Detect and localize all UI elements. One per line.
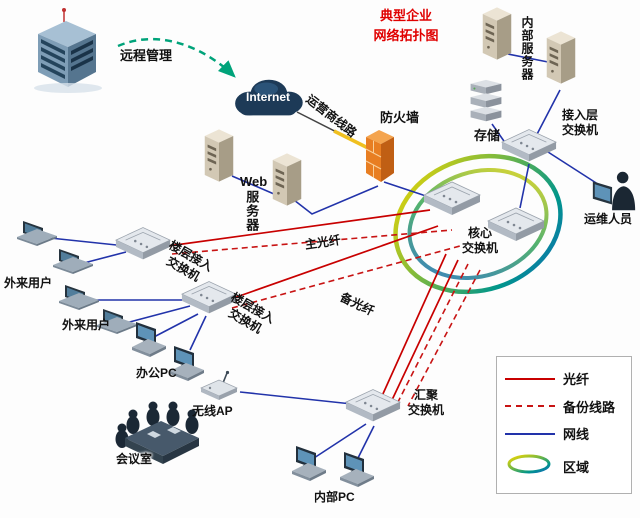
building-icon [24,6,116,94]
firewall-label: 防火墙 [380,110,420,125]
switch-icon [344,384,402,426]
node-access-layer-switch [500,126,558,164]
meeting-room-label: 会议室 [116,452,153,466]
page-title: 典型企业 网络拓扑图 [352,6,460,46]
office-pc-label: 办公PC [136,366,177,380]
internal-pc-label: 内部PC [314,490,355,504]
internal-server-label: 内部服务器 [520,16,534,81]
backup-legend-label: 备份线路 [563,399,616,415]
legend-item-fiber: 光纤 [505,369,623,388]
legend: 光纤 备份线路 网线 区域 [496,356,632,494]
zone-legend-label: 区域 [563,459,590,475]
aggregation-switch-label-line2: 交换机 [407,403,444,417]
core-switch-label-line2: 交换机 [461,241,498,255]
node-core-switch-1 [422,178,482,218]
cable-legend-label: 网线 [563,427,590,443]
server-icon [542,28,580,86]
switch-icon [422,178,482,218]
zone-ring-sample [505,452,555,481]
cable-line-sample [505,432,555,435]
core-switch-label-line1: 核心 [467,226,492,240]
legend-item-cable: 网线 [505,424,623,443]
remote-management-label: 远程管理 [120,48,173,63]
external-user-1-label: 外来用户 [4,276,53,290]
fiber-legend-label: 光纤 [563,372,590,388]
web-server-label: 服务器 [244,190,260,232]
page-title-line1: 典型企业 [379,8,432,23]
switch-icon [500,126,558,164]
storage-label: 存储 [474,128,501,143]
aggregation-switch-label: 汇聚 交换机 [402,388,450,418]
server-icon [200,126,238,184]
backup-line-sample [505,405,555,408]
legend-item-backup: 备份线路 [505,397,623,416]
node-firewall [360,124,400,186]
server-icon [478,4,516,62]
pc-icon [334,450,380,492]
web-label: Web [240,174,268,189]
access-switch-label: 接入层 交换机 [556,108,604,138]
zone-ring-icon [507,454,551,474]
fiber-line-sample [505,377,555,380]
aggregation-switch-label-line1: 汇聚 [413,388,438,402]
ops-person-label: 运维人员 [584,212,633,226]
storage-icon [464,76,508,128]
page-title-line2: 网络拓扑图 [373,28,439,44]
access-switch-label-line1: 接入层 [561,108,598,122]
person-icon [590,166,638,216]
node-ops-person [590,166,638,216]
node-internal-pc-2 [334,450,380,492]
node-internal-pc-1 [286,444,332,486]
node-internal-server-1 [478,4,516,62]
core-switch-label: 核心 交换机 [456,226,504,256]
wireless-ap-label: 无线AP [192,404,233,418]
firewall-icon [360,124,400,186]
node-storage [464,76,508,128]
access-switch-label-line2: 交换机 [561,123,598,137]
node-headquarters-building [24,6,116,94]
external-user-2-label: 外来用户 [62,318,111,332]
internet-label: Internet [245,90,290,104]
node-aggregation-switch [344,384,402,426]
node-internal-server-2 [542,28,580,86]
node-external-laptop-2 [50,248,96,282]
laptop-icon [50,248,96,282]
node-web-server-2 [268,150,306,208]
legend-item-zone: 区域 [505,452,623,481]
pc-icon [286,444,332,486]
node-web-server-1 [200,126,238,184]
server-icon [268,150,306,208]
